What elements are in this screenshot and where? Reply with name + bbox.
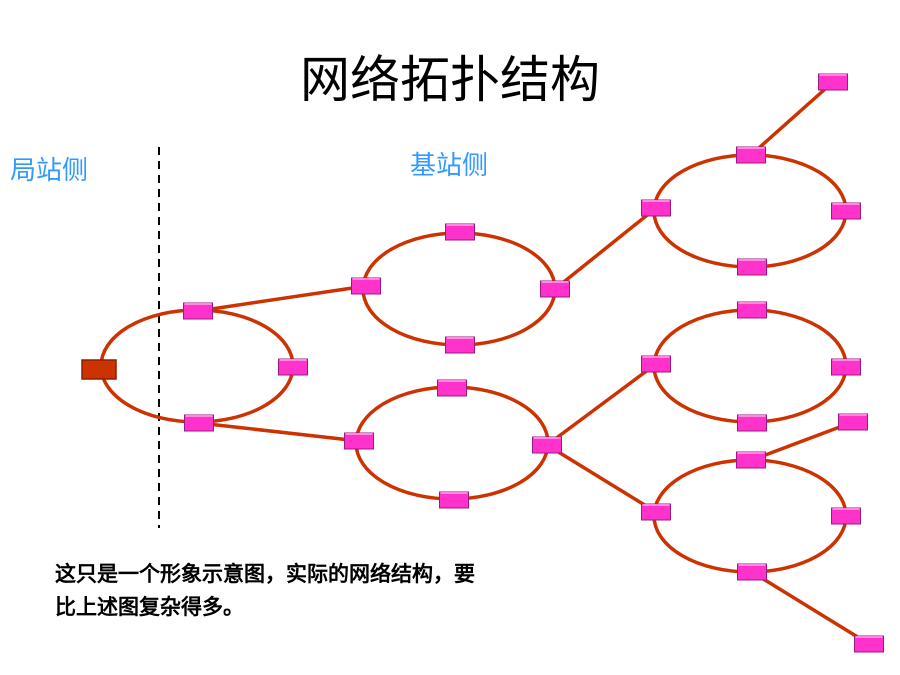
network-node: [351, 277, 381, 295]
network-node: [437, 379, 467, 397]
network-node: [344, 432, 374, 450]
network-node: [737, 414, 767, 432]
network-node: [838, 413, 868, 431]
ring-1: [99, 308, 295, 424]
link-line: [198, 421, 360, 443]
link-line: [197, 284, 367, 313]
network-node: [540, 280, 570, 298]
ring-3: [354, 385, 550, 501]
network-node: [737, 258, 767, 276]
network-node: [439, 491, 469, 509]
network-node: [445, 223, 475, 241]
network-node: [278, 358, 308, 376]
ring-4: [652, 153, 848, 269]
page-title: 网络拓扑结构: [300, 51, 600, 109]
ring-2: [361, 231, 557, 347]
network-node: [641, 199, 671, 217]
caption-note: 这只是一个形象示意图，实际的网络结构，要 比上述图复杂得多。: [55, 558, 475, 624]
ring-6: [652, 458, 848, 574]
office-side-label: 局站侧: [10, 156, 89, 186]
network-node: [532, 436, 562, 454]
ring-5: [652, 308, 848, 424]
link-line: [545, 362, 658, 447]
network-node: [641, 503, 671, 521]
network-node: [184, 414, 214, 432]
network-node: [736, 146, 766, 164]
network-node: [641, 355, 671, 373]
network-node: [183, 302, 213, 320]
network-node: [831, 358, 861, 376]
base-station-side-label: 基站侧: [410, 151, 489, 181]
network-node: [854, 635, 884, 653]
network-node: [818, 73, 848, 91]
link-line: [546, 443, 657, 514]
caption-line-1: 这只是一个形象示意图，实际的网络结构，要: [55, 562, 475, 586]
network-node: [831, 507, 861, 525]
network-node: [445, 336, 475, 354]
network-node: [831, 202, 861, 220]
network-node: [737, 301, 767, 319]
link-line: [751, 570, 870, 646]
office-core-node: [81, 359, 117, 380]
caption-line-2: 比上述图复杂得多。: [55, 595, 244, 619]
link-line: [749, 80, 835, 157]
network-node: [737, 563, 767, 581]
network-node: [736, 451, 766, 469]
link-line: [751, 420, 854, 462]
link-line: [553, 206, 658, 291]
